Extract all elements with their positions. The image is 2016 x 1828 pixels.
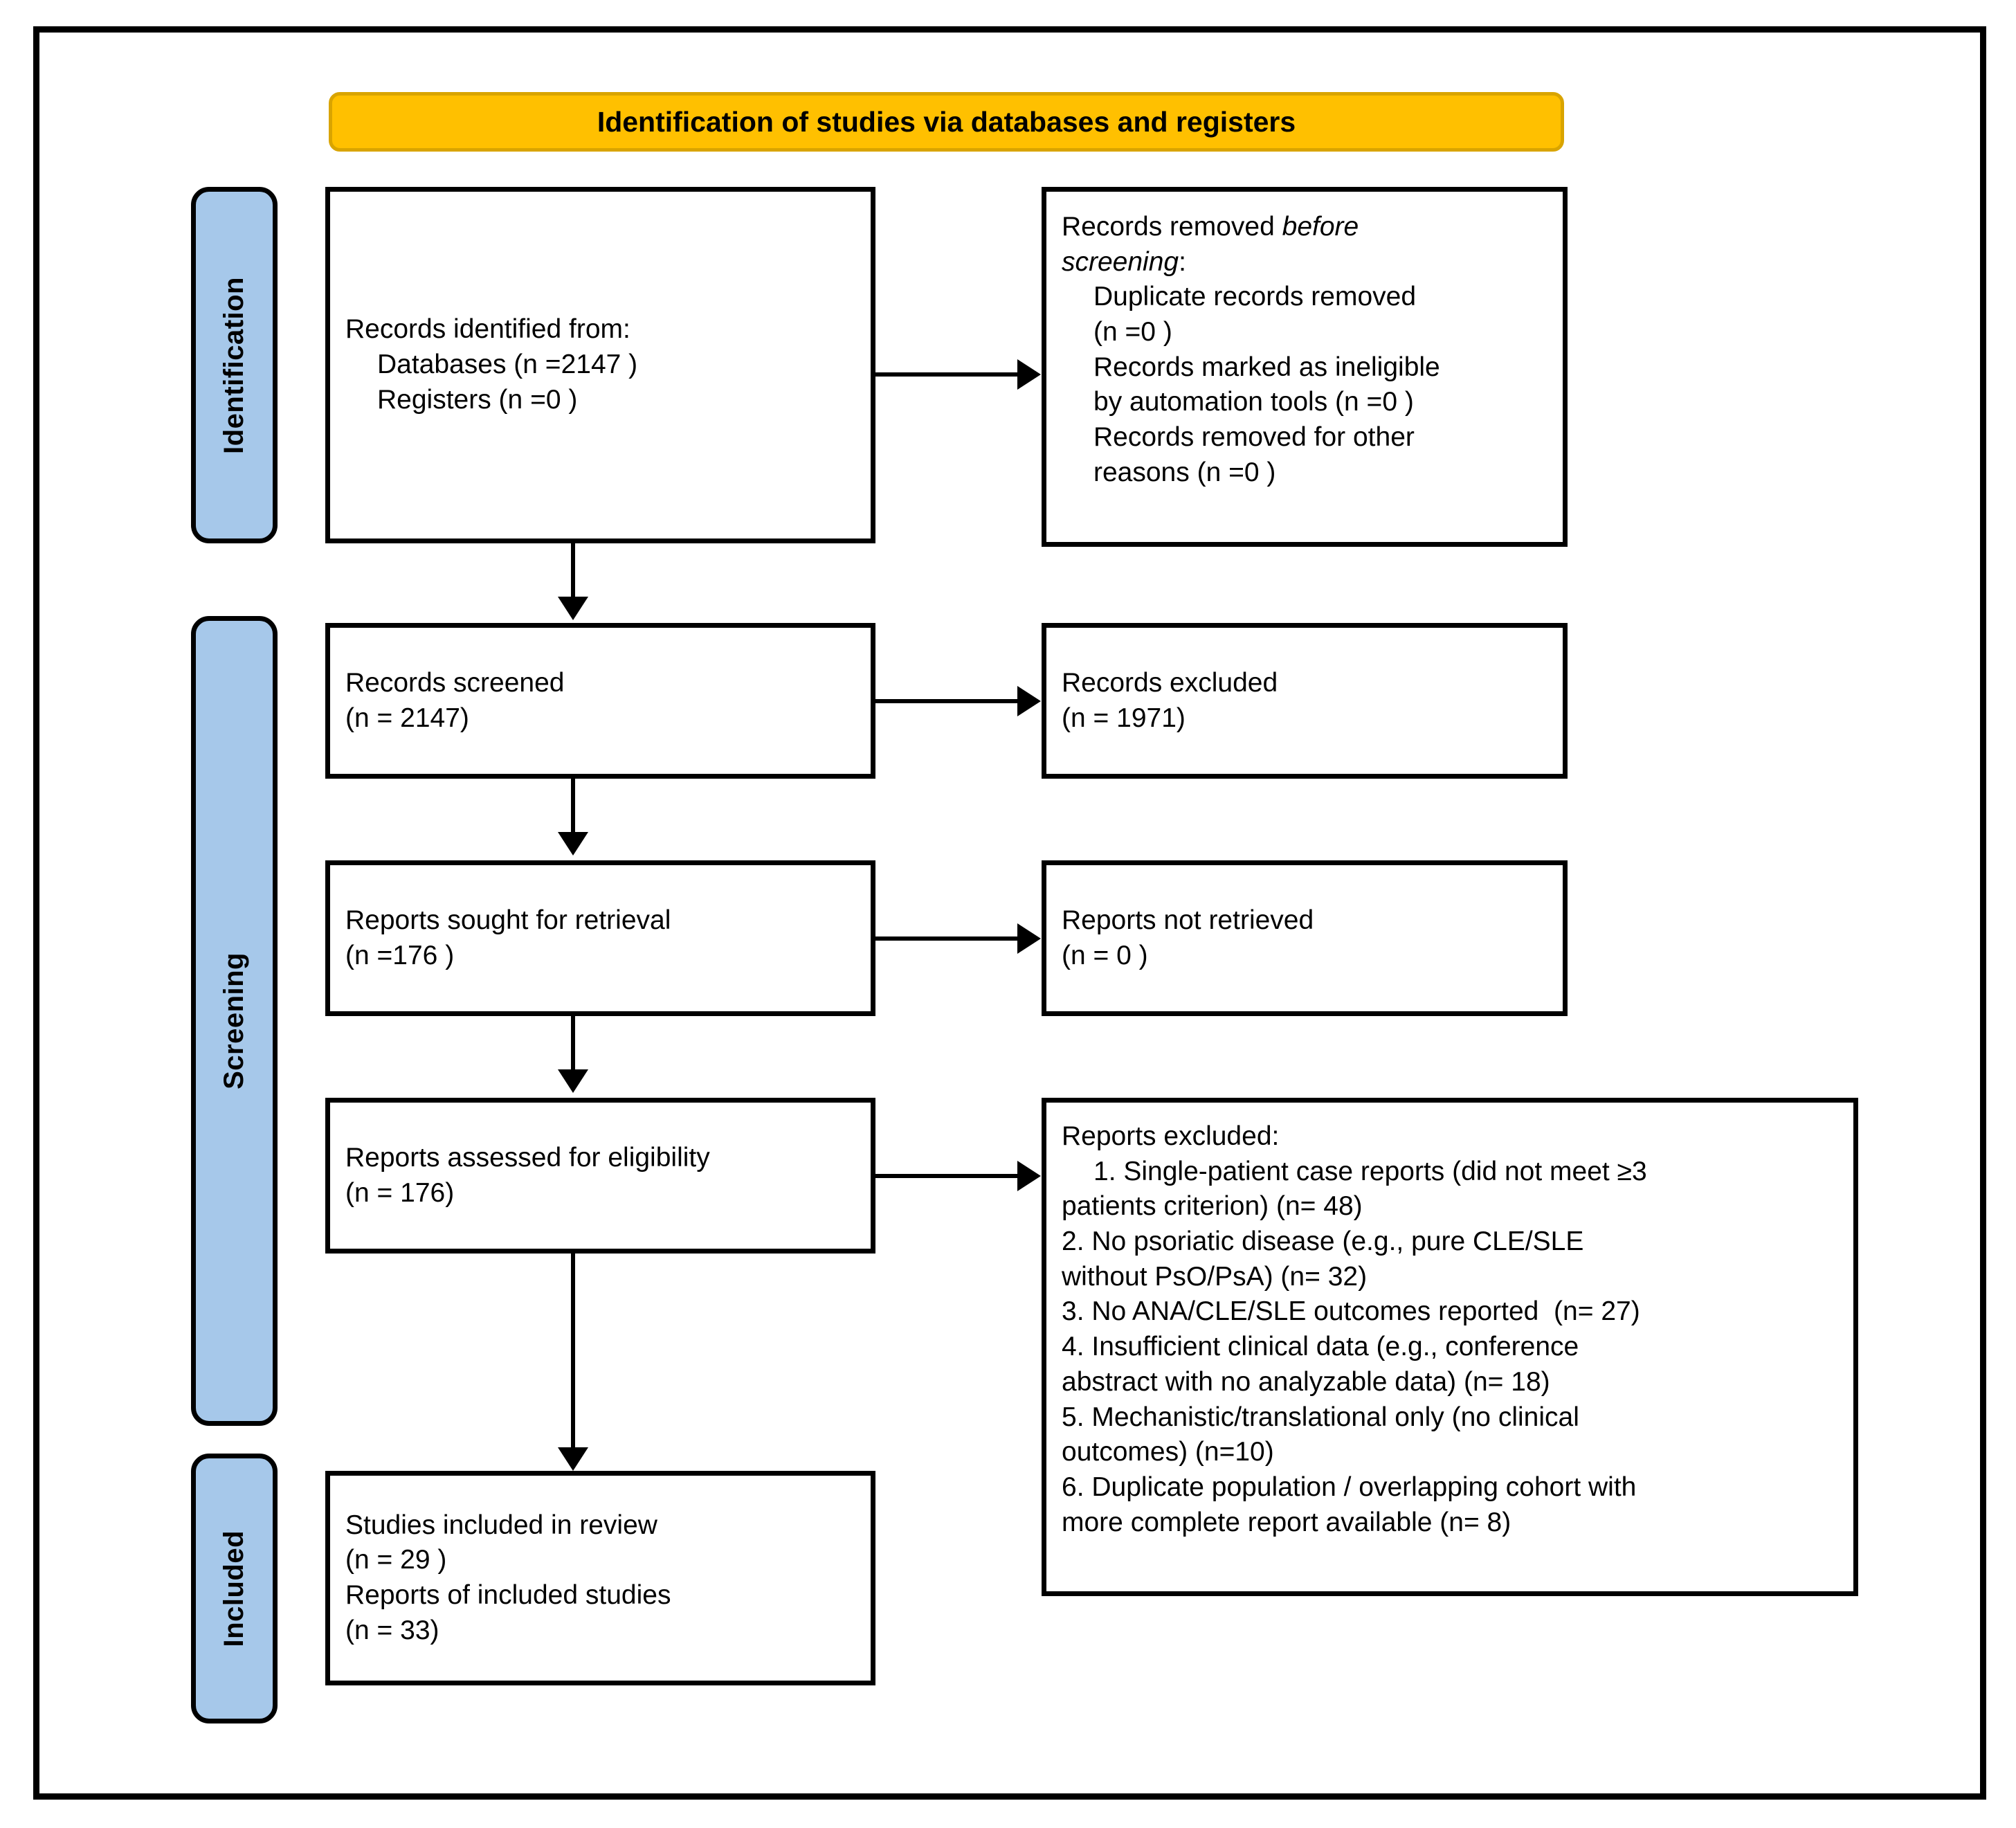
box-line: screening: — [1062, 246, 1186, 277]
box-line: (n = 176) — [345, 1177, 455, 1208]
box-line: Records removed before — [1062, 212, 1359, 242]
box-line: Duplicate records removed — [1093, 282, 1417, 312]
connector-identified-to-removed — [875, 372, 1029, 377]
box-reports-not-retrieved: Reports not retrieved (n = 0 ) — [1042, 860, 1568, 1016]
arrow-assessed-to-included — [558, 1447, 588, 1471]
box-studies-included: Studies included in review (n = 29 ) Rep… — [325, 1471, 875, 1685]
box-line: 4. Insufficient clinical data (e.g., con… — [1062, 1332, 1579, 1362]
stage-label-screening: Screening — [219, 952, 249, 1089]
box-line: (n =0 ) — [1093, 317, 1172, 347]
arrow-screened-to-sought — [558, 832, 588, 856]
box-records-identified: Records identified from: Databases (n =2… — [325, 187, 875, 543]
box-line: 3. No ANA/CLE/SLE outcomes reported (n= … — [1062, 1296, 1640, 1327]
connector-sought-to-assessed — [571, 1016, 575, 1075]
box-line: outcomes) (n=10) — [1062, 1437, 1274, 1467]
box-line: patients criterion) (n= 48) — [1062, 1191, 1363, 1222]
stage-bar-included: Included — [191, 1454, 278, 1723]
stage-bar-identification: Identification — [191, 187, 278, 543]
connector-screened-to-sought — [571, 779, 575, 838]
connector-identified-to-screened — [571, 543, 575, 602]
box-line: (n = 1971) — [1062, 703, 1186, 733]
box-line: Studies included in review — [345, 1510, 657, 1540]
box-line: Records identified from: — [345, 314, 630, 345]
stage-label-included: Included — [219, 1530, 249, 1647]
box-line: by automation tools (n =0 ) — [1093, 387, 1414, 417]
arrow-assessed-to-excluded — [1017, 1161, 1041, 1191]
box-line: reasons (n =0 ) — [1093, 457, 1276, 487]
box-line: 5. Mechanistic/translational only (no cl… — [1062, 1402, 1579, 1432]
box-line: Records marked as ineligible — [1093, 352, 1440, 382]
connector-sought-to-not-retrieved — [875, 936, 1029, 941]
arrow-screened-to-excluded — [1017, 686, 1041, 716]
arrow-identified-to-screened — [558, 597, 588, 620]
connector-assessed-to-included — [571, 1254, 575, 1453]
box-line: Reports of included studies — [345, 1580, 671, 1610]
box-records-screened: Records screened (n = 2147) — [325, 623, 875, 779]
connector-assessed-to-excluded — [875, 1174, 1029, 1178]
arrow-identified-to-removed — [1017, 359, 1041, 390]
box-line: Registers (n =0 ) — [377, 384, 578, 415]
box-line: Reports assessed for eligibility — [345, 1142, 710, 1173]
connector-screened-to-excluded — [875, 699, 1029, 703]
box-line: Databases (n =2147 ) — [377, 350, 638, 380]
box-reports-sought: Reports sought for retrieval (n =176 ) — [325, 860, 875, 1016]
box-reports-excluded: Reports excluded: 1. Single-patient case… — [1042, 1098, 1858, 1596]
box-records-excluded: Records excluded (n = 1971) — [1042, 623, 1568, 779]
box-line: Reports sought for retrieval — [345, 905, 671, 935]
box-line: Records screened — [345, 667, 565, 698]
box-line: without PsO/PsA) (n= 32) — [1062, 1261, 1368, 1292]
box-line: Reports excluded: — [1062, 1121, 1280, 1151]
banner-title: Identification of studies via databases … — [597, 105, 1296, 138]
stage-bar-screening: Screening — [191, 616, 278, 1426]
box-line: more complete report available (n= 8) — [1062, 1507, 1511, 1537]
box-line: (n =176 ) — [345, 940, 455, 970]
box-line: (n = 29 ) — [345, 1545, 447, 1575]
box-line: 2. No psoriatic disease (e.g., pure CLE/… — [1062, 1227, 1584, 1257]
box-line: (n = 33) — [345, 1615, 439, 1645]
box-records-removed: Records removed before screening: Duplic… — [1042, 187, 1568, 547]
arrow-sought-to-assessed — [558, 1069, 588, 1093]
box-line: Records excluded — [1062, 667, 1278, 698]
box-reports-assessed: Reports assessed for eligibility (n = 17… — [325, 1098, 875, 1254]
box-line: 1. Single-patient case reports (did not … — [1093, 1156, 1647, 1186]
box-line: (n = 0 ) — [1062, 940, 1148, 970]
box-line: Reports not retrieved — [1062, 905, 1314, 935]
box-line: Records removed for other — [1093, 422, 1415, 453]
box-line: abstract with no analyzable data) (n= 18… — [1062, 1366, 1550, 1397]
arrow-sought-to-not-retrieved — [1017, 923, 1041, 954]
box-line: (n = 2147) — [345, 703, 469, 733]
box-line: 6. Duplicate population / overlapping co… — [1062, 1472, 1637, 1502]
stage-label-identification: Identification — [219, 276, 249, 454]
identification-banner: Identification of studies via databases … — [329, 92, 1564, 152]
